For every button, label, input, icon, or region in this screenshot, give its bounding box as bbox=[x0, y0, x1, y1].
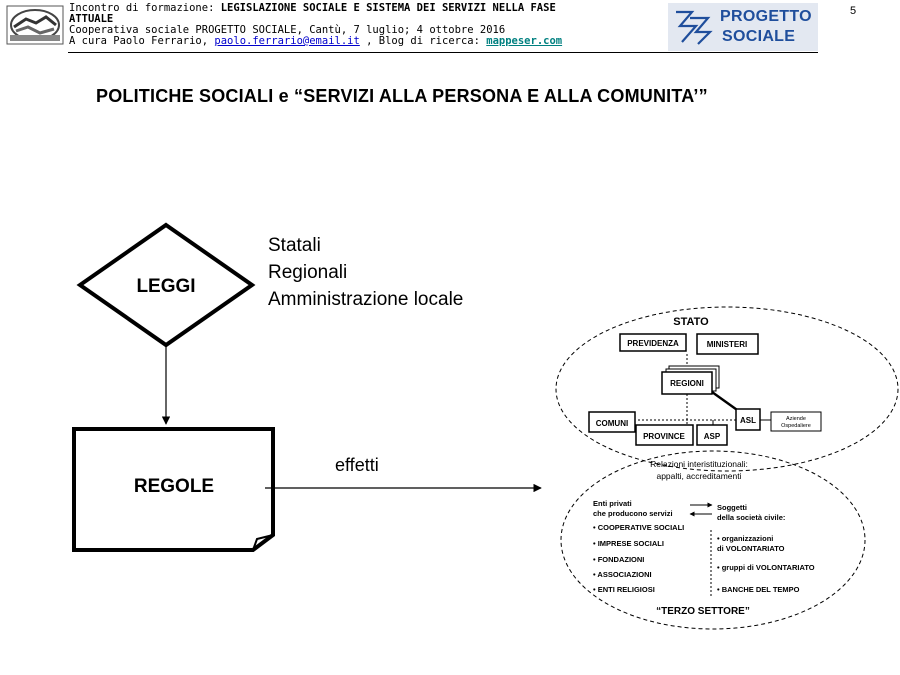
logo-text-line1: PROGETTO bbox=[720, 8, 812, 25]
previdenza-box bbox=[619, 333, 687, 352]
enti-privati-label-1: Enti privati bbox=[593, 499, 632, 508]
header-divider bbox=[68, 52, 818, 53]
terzo-settore-label: “TERZO SETTORE” bbox=[656, 606, 750, 617]
left-item-3: • FONDAZIONI bbox=[593, 555, 644, 564]
header-blog-prefix: , Blog di ricerca: bbox=[359, 35, 487, 47]
relazioni-label-2: appalti, accreditamenti bbox=[656, 471, 741, 481]
regole-document-shape: REGOLE bbox=[72, 427, 275, 552]
header-course-title-cont: ATTUALE bbox=[69, 13, 114, 25]
provincie-box bbox=[635, 424, 694, 446]
law-level-locale: Amministrazione locale bbox=[268, 289, 464, 310]
header-course-title: LEGISLAZIONE SOCIALE E SISTEMA DEI SERVI… bbox=[220, 2, 556, 14]
header-line1-prefix: Incontro di formazione: bbox=[69, 2, 221, 14]
ministeri-box bbox=[696, 333, 759, 355]
law-level-statali: Statali bbox=[268, 235, 321, 256]
left-item-1: • COOPERATIVE SOCIALI bbox=[593, 523, 684, 532]
handshake-logo-icon bbox=[6, 5, 64, 45]
comuni-box bbox=[588, 411, 636, 433]
right-item-2: di VOLONTARIATO bbox=[717, 544, 785, 553]
slide-header: Incontro di formazione: LEGISLAZIONE SOC… bbox=[0, 0, 900, 56]
header-organizer: Cooperativa sociale PROGETTO SOCIALE, Ca… bbox=[69, 24, 506, 36]
left-item-4: • ASSOCIAZIONI bbox=[593, 570, 652, 579]
soggetti-label-2: della società civile: bbox=[717, 513, 785, 522]
asl-label: ASL bbox=[740, 416, 756, 425]
enti-privati-label-2: che producono servizi bbox=[593, 509, 673, 518]
leggi-label: LEGGI bbox=[136, 276, 195, 297]
asp-label: ASP bbox=[704, 432, 721, 441]
provincie-label: PROVINCE bbox=[643, 432, 685, 441]
law-level-regionali: Regionali bbox=[268, 262, 348, 283]
aziende-ospedaliere-box bbox=[770, 411, 822, 432]
law-levels-list: Statali Regionali Amministrazione locale bbox=[268, 232, 463, 313]
aziende-label-2: Ospedaliere bbox=[781, 423, 811, 429]
slide-title: POLITICHE SOCIALI e “SERVIZI ALLA PERSON… bbox=[96, 86, 708, 106]
ministeri-label: MINISTERI bbox=[707, 340, 747, 349]
stato-label: STATO bbox=[673, 316, 709, 328]
author-email-link[interactable]: paolo.ferrario@email.it bbox=[214, 35, 360, 47]
regole-label: REGOLE bbox=[134, 476, 214, 497]
relazioni-label-1: Relazioni interistituzionali: bbox=[650, 459, 748, 469]
blog-link[interactable]: mappeser.com bbox=[486, 35, 563, 47]
aziende-label-1: Aziende bbox=[786, 416, 806, 422]
right-item-3: • gruppi di VOLONTARIATO bbox=[717, 563, 815, 572]
welfare-network-figure: STATO PREVIDENZA MINISTERI REGIONI COMUN… bbox=[555, 306, 899, 630]
left-item-5: • ENTI RELIGIOSI bbox=[593, 585, 655, 594]
leggi-decision-diamond: LEGGI bbox=[76, 222, 256, 348]
soggetti-label-1: Soggetti bbox=[717, 503, 747, 512]
regioni-label: REGIONI bbox=[670, 379, 704, 388]
progetto-sociale-logo: PROGETTO SOCIALE bbox=[668, 3, 818, 51]
header-text: Incontro di formazione: LEGISLAZIONE SOC… bbox=[69, 3, 629, 47]
left-item-2: • IMPRESE SOCIALI bbox=[593, 539, 664, 548]
effetti-label: effetti bbox=[335, 455, 379, 475]
stato-ellipse bbox=[555, 306, 899, 472]
asp-box bbox=[696, 424, 728, 446]
comuni-label: COMUNI bbox=[596, 419, 628, 428]
right-item-1: • organizzazioni bbox=[717, 534, 773, 543]
page-number: 5 bbox=[850, 5, 857, 17]
logo-text-line2: SOCIALE bbox=[722, 28, 796, 45]
right-item-4: • BANCHE DEL TEMPO bbox=[717, 585, 800, 594]
progetto-sociale-mark-icon bbox=[676, 10, 713, 45]
header-author: A cura Paolo Ferrario, bbox=[69, 35, 215, 47]
terzo-settore-ellipse bbox=[560, 450, 866, 630]
previdenza-label: PREVIDENZA bbox=[627, 339, 679, 348]
